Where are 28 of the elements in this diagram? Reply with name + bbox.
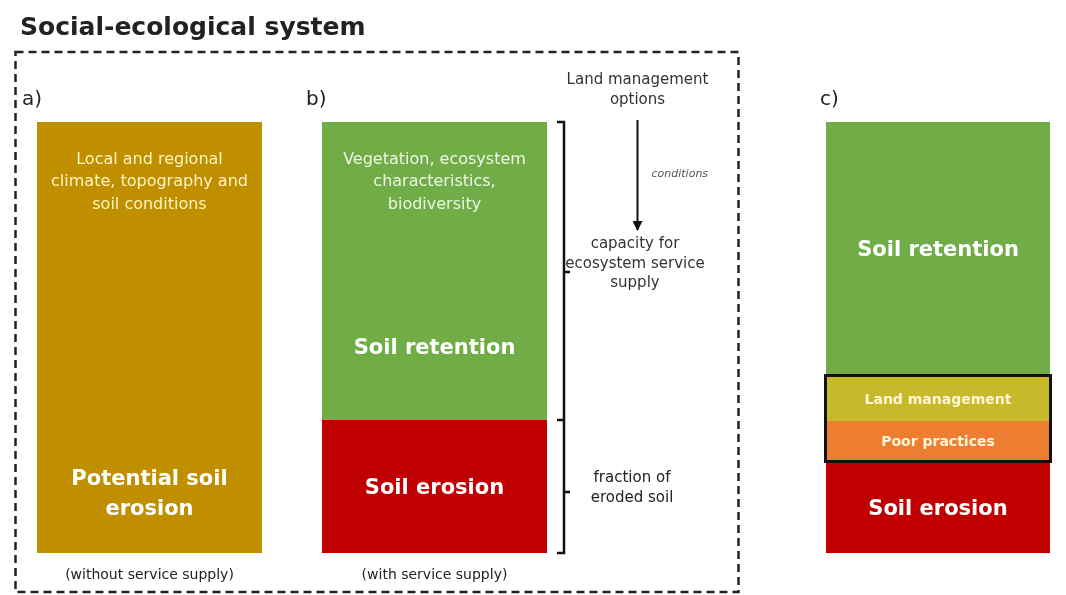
bar-title: Soil erosion xyxy=(867,496,1009,520)
bar-segment xyxy=(322,122,547,420)
bar-segment xyxy=(322,420,547,553)
bar-segment xyxy=(826,122,1050,375)
bar-title: Soil retention xyxy=(856,236,1020,261)
bar-segment xyxy=(37,122,262,553)
label-text: c) xyxy=(820,86,839,110)
caption-text: (without service supply) xyxy=(64,566,235,582)
bar-text: Vegetation, ecosystem characteristics, biodiversity xyxy=(342,148,527,215)
bar-title: Soil retention xyxy=(352,333,517,361)
bar-title: Land management xyxy=(863,391,1013,407)
outlined-box xyxy=(824,374,1052,463)
band xyxy=(827,377,1049,421)
label-text: fraction of eroded soil xyxy=(589,468,675,507)
label-text: b) xyxy=(306,86,327,110)
label-text: a) xyxy=(22,86,43,110)
bar-title: Potential soil erosion xyxy=(70,465,229,522)
bar-title: Soil erosion xyxy=(363,474,506,499)
heading: Social-ecological system xyxy=(20,12,366,41)
bar-segment xyxy=(826,463,1050,553)
band xyxy=(827,421,1049,460)
bar-title: Poor practices xyxy=(880,432,996,449)
edge-label: conditions xyxy=(651,167,709,180)
caption-text: (with service supply) xyxy=(360,566,509,582)
bar-text: Local and regional climate, topography and soil conditions xyxy=(50,148,249,215)
annotation-text: capacity for ecosystem service supply xyxy=(564,234,706,293)
annotation-text: Land management options xyxy=(565,70,710,109)
arrow xyxy=(632,119,643,231)
